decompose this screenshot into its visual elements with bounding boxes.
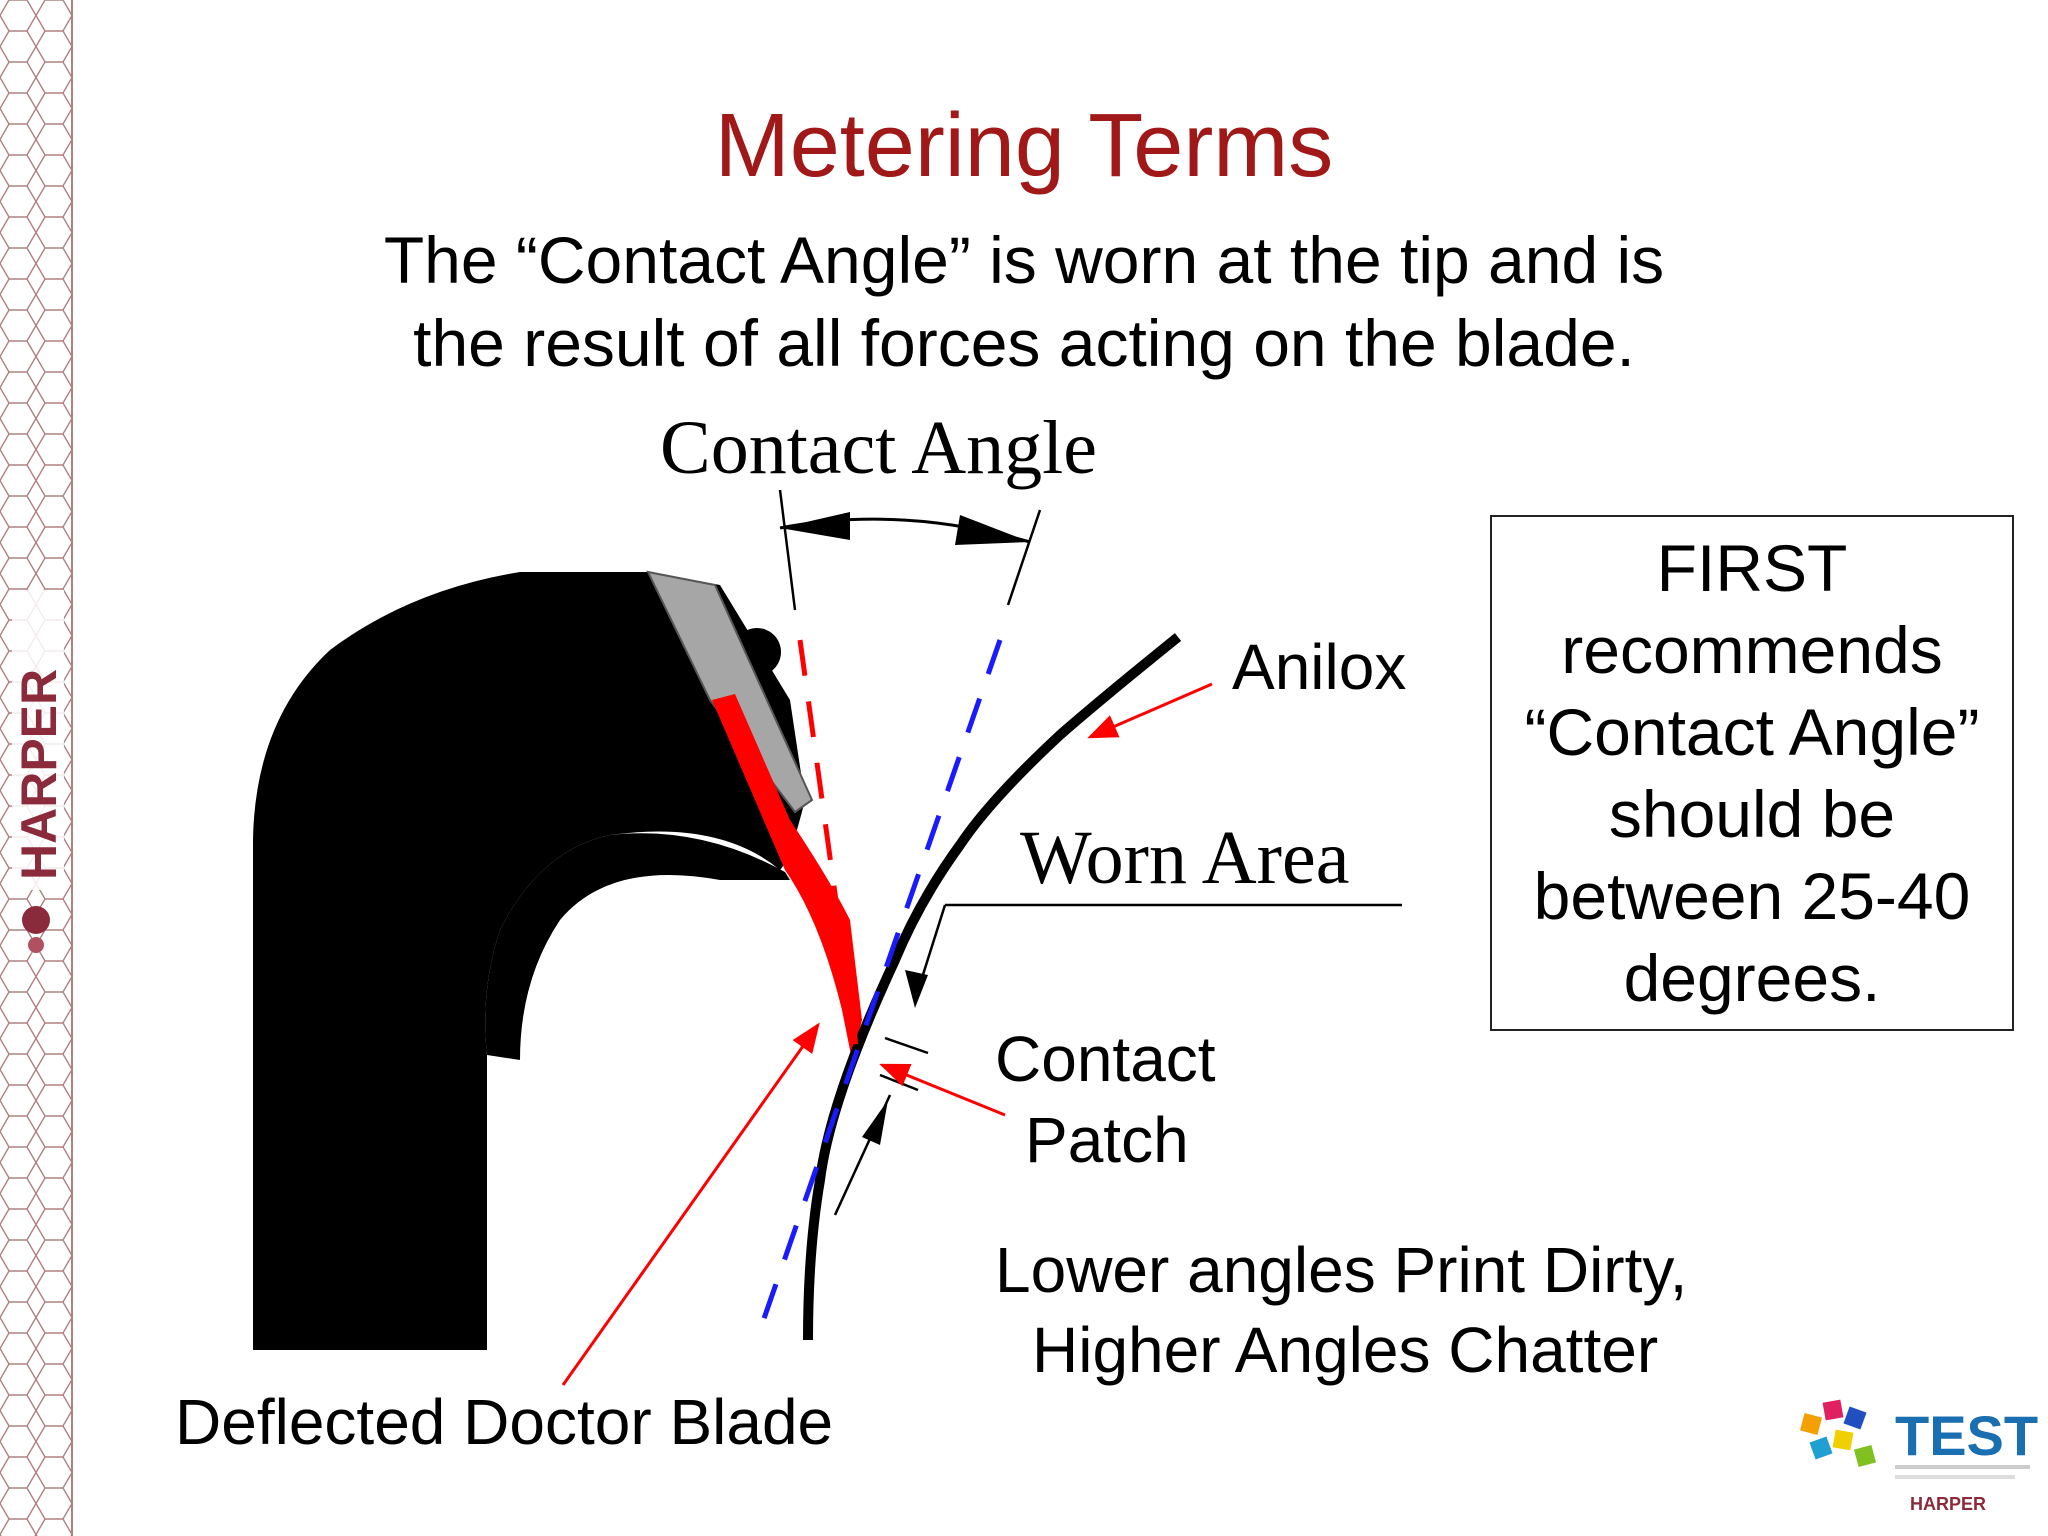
recommendation-line: between 25-40 — [1533, 859, 1971, 933]
doctor-blade-label: Deflected Doctor Blade — [175, 1386, 834, 1458]
blade-holder — [253, 572, 805, 1350]
subtitle-line-1: The “Contact Angle” is worn at the tip a… — [383, 223, 1665, 297]
anilox-roll-curve — [803, 633, 1182, 1341]
deflected-doctor-blade — [712, 694, 862, 1060]
contact-patch-label-line-1: Contact — [995, 1023, 1216, 1095]
anilox-label: Anilox — [1232, 631, 1407, 703]
recommendation-line: should be — [1608, 777, 1896, 851]
recommendation-line: “Contact Angle” — [1524, 695, 1980, 769]
blade-angle-line — [797, 639, 861, 1061]
test-logo-text: TEST — [1895, 1404, 2038, 1467]
recommendation-line: recommends — [1561, 613, 1943, 687]
contact-patch-pointer — [879, 1063, 1006, 1117]
test-logo: TEST HARPER — [1800, 1399, 2038, 1514]
note-line-2: Higher Angles Chatter — [1032, 1314, 1659, 1386]
anilox-pointer — [1087, 682, 1213, 739]
contact-patch-label-line-2: Patch — [1025, 1104, 1189, 1176]
note-line-1: Lower angles Print Dirty, — [995, 1234, 1688, 1306]
subtitle-line-2: the result of all forces acting on the b… — [413, 306, 1635, 380]
contact-angle-label: Contact Angle — [660, 406, 1097, 490]
test-logo-harper-text: HARPER — [1910, 1494, 1986, 1514]
doctor-blade-pointer — [561, 1022, 820, 1386]
recommendation-box: FIRST recommends “Contact Angle” should … — [1490, 515, 2014, 1031]
harper-logo-vertical: HARPER — [11, 590, 67, 953]
recommendation-line: degrees. — [1623, 941, 1881, 1015]
recommendation-line: FIRST — [1656, 531, 1848, 605]
blade-clamp-plate — [646, 570, 814, 814]
harper-logo-text: HARPER — [11, 669, 67, 880]
worn-area-label: Worn Area — [1020, 816, 1350, 900]
slide-title: Metering Terms — [714, 96, 1334, 196]
